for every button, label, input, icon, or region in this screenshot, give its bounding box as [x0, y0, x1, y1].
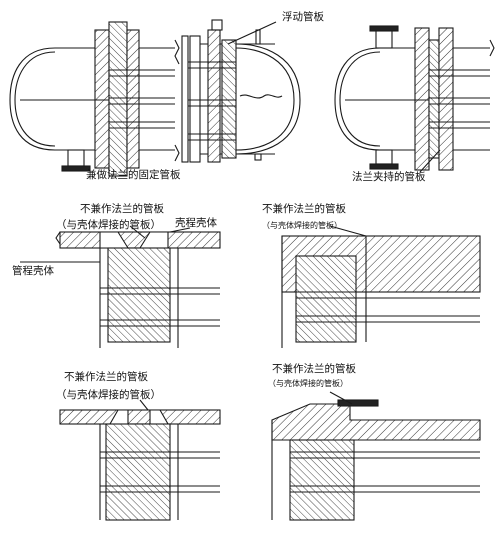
view-welded-tubesheet-c [59, 399, 221, 521]
label-bl-not-flange: 不兼作法兰的管板 [64, 370, 148, 383]
label-ml-welded: （与壳体焊接的管板） [56, 218, 161, 231]
view-floating-tubesheet [181, 19, 301, 163]
label-ml-not-flange: 不兼作法兰的管板 [80, 202, 164, 215]
view-flange-clamped-tubesheet [334, 25, 495, 173]
view-welded-tubesheet-a [20, 225, 221, 348]
label-ml-shell-side: 壳程壳体 [175, 216, 217, 229]
label-mr-welded: （与壳体焊接的管板） [262, 220, 342, 230]
label-fixed-tubesheet: 兼做法兰的固定管板 [86, 168, 181, 181]
view-welded-tubesheet-d [271, 391, 481, 521]
label-flange-clamped: 法兰夹持的管板 [352, 170, 426, 183]
label-floating-tubesheet: 浮动管板 [282, 10, 324, 23]
label-ml-tube-side: 管程壳体 [12, 264, 54, 277]
view-welded-tubesheet-b [281, 225, 481, 348]
label-br-welded: （与壳体焊接的管板） [268, 378, 348, 388]
label-br-not-flange: 不兼作法兰的管板 [272, 362, 356, 375]
label-mr-not-flange: 不兼作法兰的管板 [262, 202, 346, 215]
label-bl-welded: （与壳体焊接的管板） [56, 388, 161, 401]
view-fixed-tubesheet-flange [9, 21, 180, 177]
